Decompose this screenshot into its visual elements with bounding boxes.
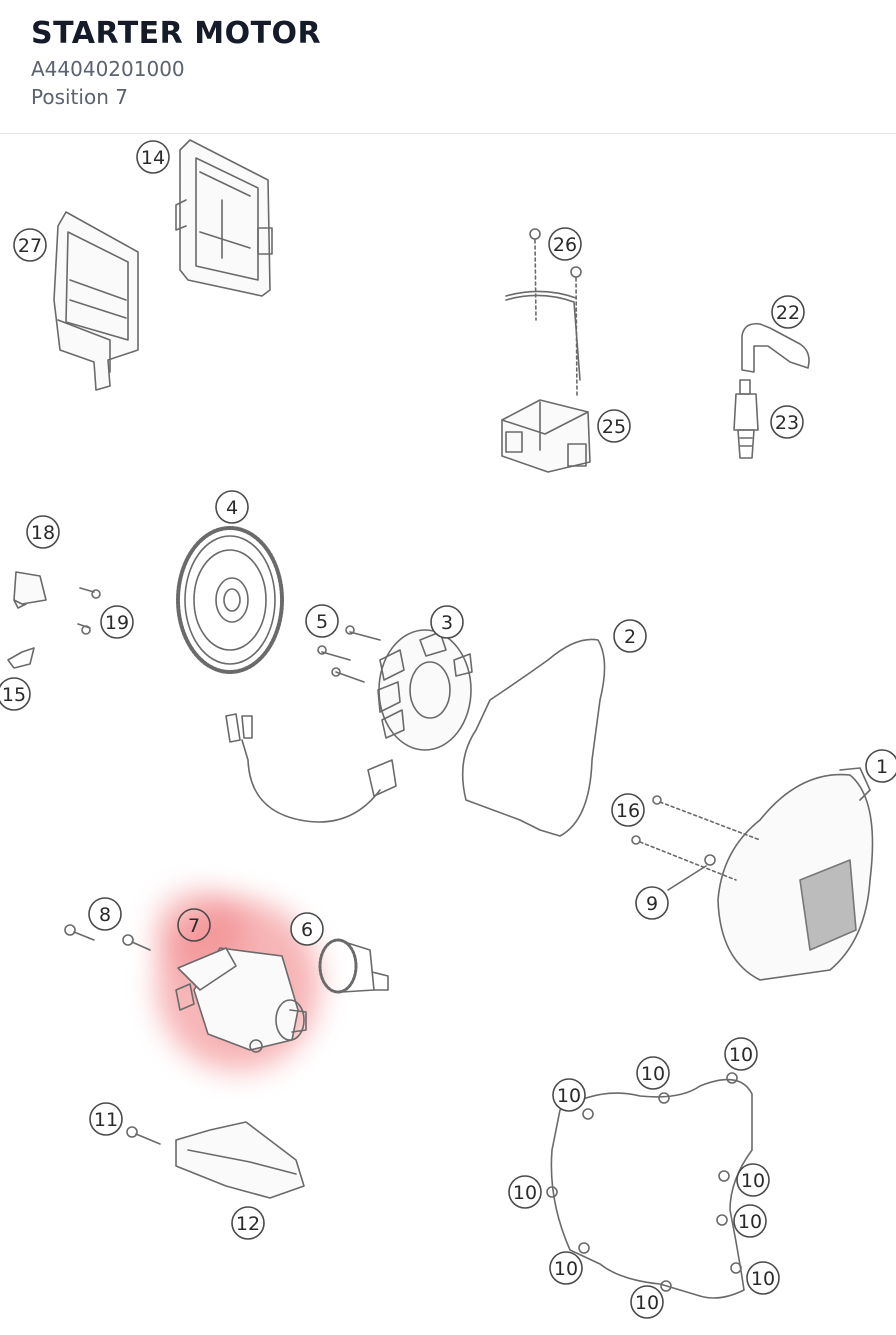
- ecu-unit-27[interactable]: [53, 211, 139, 391]
- svg-text:10: 10: [741, 1170, 765, 1192]
- callout-6[interactable]: 6: [290, 912, 324, 946]
- callout-10g[interactable]: 10: [549, 1251, 583, 1285]
- svg-text:15: 15: [2, 684, 26, 706]
- callout-2[interactable]: 2: [613, 619, 647, 653]
- gasket-2[interactable]: [461, 638, 606, 837]
- callout-25[interactable]: 25: [597, 409, 631, 443]
- callout-8[interactable]: 8: [88, 897, 122, 931]
- callout-22[interactable]: 22: [771, 295, 805, 329]
- ecu-unit-14[interactable]: [175, 139, 273, 297]
- svg-text:9: 9: [646, 893, 658, 915]
- svg-text:7: 7: [188, 915, 200, 937]
- svg-text:11: 11: [94, 1109, 118, 1131]
- starter-bolts-8[interactable]: [64, 924, 151, 951]
- bolt-11[interactable]: [126, 1126, 161, 1145]
- callout-16[interactable]: 16: [611, 793, 645, 827]
- svg-text:3: 3: [441, 612, 453, 634]
- svg-text:10: 10: [635, 1292, 659, 1314]
- svg-text:10: 10: [557, 1085, 581, 1107]
- callout-12[interactable]: 12: [231, 1206, 265, 1240]
- callout-14[interactable]: 14: [136, 140, 170, 174]
- callout-11[interactable]: 11: [89, 1102, 123, 1136]
- svg-text:4: 4: [226, 497, 238, 519]
- svg-text:6: 6: [301, 919, 313, 941]
- svg-text:10: 10: [554, 1258, 578, 1280]
- svg-text:10: 10: [513, 1182, 537, 1204]
- svg-text:19: 19: [105, 612, 129, 634]
- callouts: 14 27 26 22 25 23 4 18 19 15 5 3 2 1 16 …: [0, 140, 896, 1319]
- svg-text:23: 23: [775, 412, 799, 434]
- spark-plug-cap-22[interactable]: [741, 322, 810, 373]
- callout-15[interactable]: 15: [0, 677, 31, 711]
- part-position: Position 7: [31, 85, 128, 109]
- clip-15[interactable]: [7, 647, 35, 669]
- svg-text:18: 18: [31, 522, 55, 544]
- callout-10i[interactable]: 10: [630, 1285, 664, 1319]
- starter-gear-6[interactable]: [318, 938, 389, 994]
- svg-text:10: 10: [751, 1268, 775, 1290]
- callout-7[interactable]: 7: [177, 908, 211, 942]
- stator-cable: [225, 713, 397, 823]
- callout-27[interactable]: 27: [13, 228, 47, 262]
- bolts-19[interactable]: [77, 587, 101, 635]
- spark-plug-23[interactable]: [733, 379, 759, 459]
- ignition-cover-1[interactable]: [717, 767, 874, 981]
- svg-text:10: 10: [738, 1211, 762, 1233]
- svg-text:2: 2: [624, 626, 636, 648]
- callout-26[interactable]: 26: [548, 227, 582, 261]
- starter-motor-7[interactable]: [175, 947, 307, 1053]
- callout-10e[interactable]: 10: [508, 1175, 542, 1209]
- callout-9[interactable]: 9: [635, 886, 669, 920]
- ignition-coil-25[interactable]: [501, 290, 591, 473]
- callout-3[interactable]: 3: [430, 605, 464, 639]
- sensor-18[interactable]: [13, 571, 47, 609]
- svg-text:5: 5: [316, 611, 328, 633]
- callout-10f[interactable]: 10: [733, 1204, 767, 1238]
- callout-10a[interactable]: 10: [724, 1037, 758, 1071]
- gasket-10[interactable]: [546, 1072, 753, 1299]
- callout-19[interactable]: 19: [100, 605, 134, 639]
- svg-text:1: 1: [876, 756, 888, 778]
- callout-10c[interactable]: 10: [552, 1078, 586, 1112]
- callout-10d[interactable]: 10: [736, 1163, 770, 1197]
- callout-1[interactable]: 1: [865, 749, 896, 783]
- part-number: A44040201000: [31, 57, 185, 81]
- guard-plate-12[interactable]: [175, 1121, 305, 1199]
- part-title: STARTER MOTOR: [31, 16, 322, 51]
- stator-3[interactable]: [377, 629, 473, 751]
- svg-text:10: 10: [729, 1044, 753, 1066]
- callout-5[interactable]: 5: [305, 604, 339, 638]
- cover-screws-16[interactable]: [631, 795, 761, 881]
- part-header: STARTER MOTOR A44040201000 Position 7: [0, 0, 896, 134]
- svg-text:10: 10: [641, 1063, 665, 1085]
- svg-text:16: 16: [616, 800, 640, 822]
- bolt-26[interactable]: [529, 228, 582, 397]
- stator-screws-5[interactable]: [317, 625, 381, 683]
- svg-text:25: 25: [602, 416, 626, 438]
- callout-18[interactable]: 18: [26, 515, 60, 549]
- svg-text:22: 22: [776, 302, 800, 324]
- svg-text:26: 26: [553, 234, 577, 256]
- svg-text:14: 14: [141, 147, 165, 169]
- svg-text:12: 12: [236, 1213, 260, 1235]
- callout-23[interactable]: 23: [770, 405, 804, 439]
- callout-10b[interactable]: 10: [636, 1056, 670, 1090]
- svg-text:27: 27: [18, 235, 42, 257]
- callout-10h[interactable]: 10: [746, 1261, 780, 1295]
- callout-4[interactable]: 4: [215, 490, 249, 524]
- svg-text:8: 8: [99, 904, 111, 926]
- cover-washer-9[interactable]: [667, 854, 716, 891]
- flywheel-4[interactable]: [176, 526, 284, 674]
